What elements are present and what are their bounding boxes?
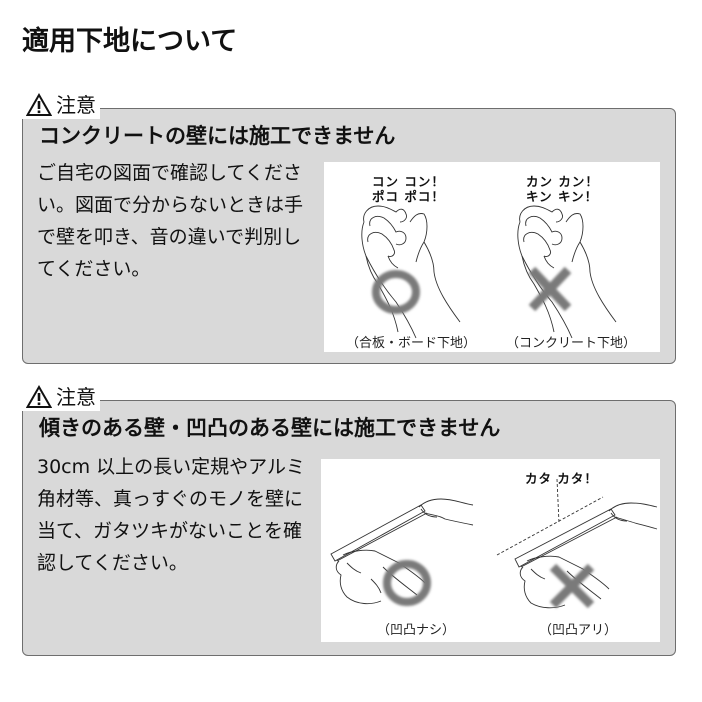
page-title: 適用下地について [22, 26, 238, 57]
caution-label: 注意 [22, 91, 100, 119]
caption-concrete: （コンクリート下地） [506, 336, 637, 351]
sound-text-concrete: カン カン！キン キン！ [526, 174, 599, 204]
warning-triangle-icon [26, 93, 52, 116]
caption-plywood-board: （合板・ボード下地） [346, 336, 477, 351]
caption-unevenness: （凹凸アリ） [539, 623, 618, 638]
circle-ok-icon [372, 270, 420, 314]
caption-no-unevenness: （凹凸ナシ） [377, 623, 456, 638]
notice-body: ご自宅の図面で確認してください。図面で分からないときは手で壁を叩き、音の違いで判… [37, 162, 304, 280]
caution-label: 注意 [22, 383, 100, 411]
warning-triangle-icon [26, 385, 52, 408]
ruler-test-illustration: カタ カタ！ （凹凸ナシ） （凹凸アリ） [321, 459, 660, 642]
hand-left-icon [361, 205, 461, 339]
notice-box-concrete: コンクリートの壁には施工できません ご自宅の図面で確認してください。図面で分から… [22, 108, 676, 364]
ruler-tilted-drawing [496, 478, 658, 609]
hand-right-icon [517, 205, 617, 339]
ruler-flat-drawing [330, 498, 474, 605]
sound-text-rattle: カタ カタ！ [525, 471, 598, 486]
cross-ng-icon [549, 563, 595, 609]
notice-heading: コンクリートの壁には施工できません [39, 124, 396, 148]
knock-hands-drawing [361, 205, 617, 339]
cross-ng-icon [528, 266, 572, 312]
ruler-hands-drawing [330, 478, 658, 609]
circle-ok-icon [383, 560, 431, 606]
notice-heading: 傾きのある壁・凹凸のある壁には施工できません [39, 416, 501, 440]
sound-text-wood: コン コン！ポコ ポコ！ [372, 174, 445, 204]
notice-body: 30cm 以上の長い定規やアルミ角材等、真っすぐのモノを壁に当て、ガタツキがない… [37, 456, 305, 574]
notice-box-uneven-wall: 傾きのある壁・凹凸のある壁には施工できません 30cm 以上の長い定規やアルミ角… [22, 400, 676, 656]
knock-test-illustration: コン コン！ポコ ポコ！ カン カン！キン キン！ （合板・ボード下地） （コン… [324, 162, 660, 352]
